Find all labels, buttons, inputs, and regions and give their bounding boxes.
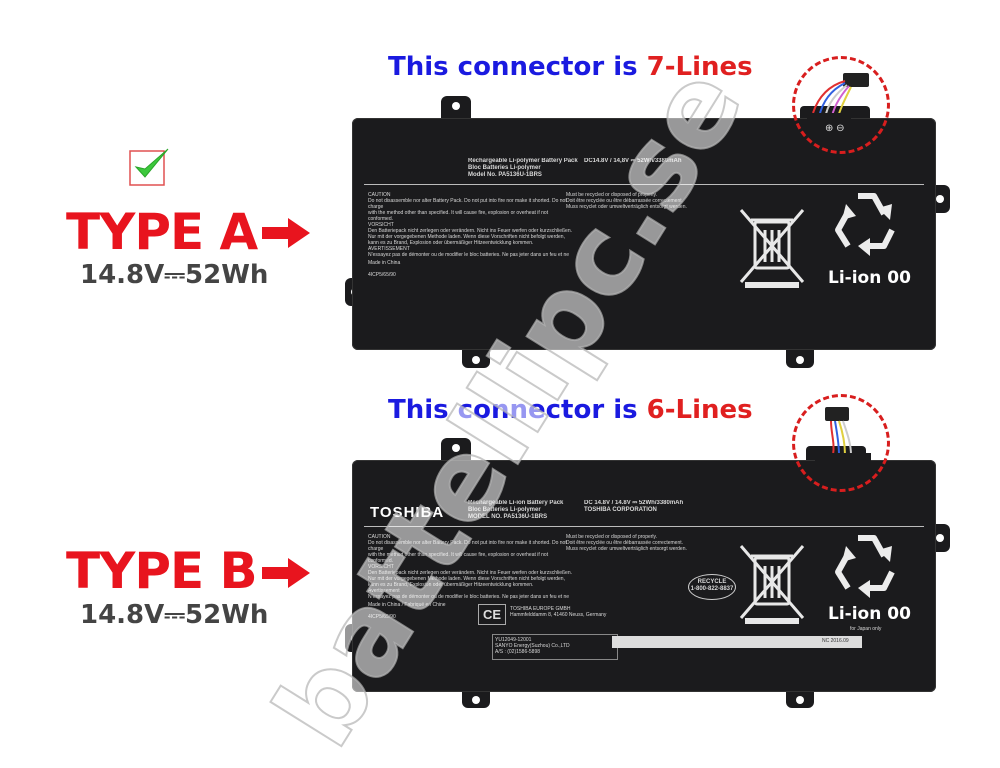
crossed-bin-icon xyxy=(737,540,807,631)
li-ion-mark: Li-ion 00 xyxy=(828,604,911,624)
heading-highlight: 7-Lines xyxy=(646,52,753,82)
heading-prefix: This connector is xyxy=(388,52,647,82)
arrow-right-icon xyxy=(262,218,310,253)
ce-mark: CE xyxy=(478,604,507,625)
battery-label-recycle: Must be recycled or disposed of properly… xyxy=(566,192,687,210)
connector-heading-top: This connector is 7-Lines xyxy=(388,52,753,82)
battery-label-title: Rechargeable Li-polymer Battery Pack Blo… xyxy=(468,158,578,178)
battery-label-caution: CAUTION Do not disassemble nor alter Bat… xyxy=(368,534,572,600)
recycle-icon xyxy=(828,186,904,271)
battery-label-rating: DC 14.8V / 14.8V ⎓ 52Wh/3380mAh TOSHIBA … xyxy=(584,500,684,513)
checked-checkbox-icon xyxy=(128,143,172,187)
battery-type-a: Rechargeable Li-polymer Battery Pack Blo… xyxy=(352,118,936,350)
recycle-badge: RECYCLE 1-800-822-8837 xyxy=(688,574,736,600)
type-b-spec: 14.8V⎓52Wh xyxy=(80,600,269,630)
battery-label-origin: Made in China / Fabriqué en Chine 4ICP5/… xyxy=(368,602,446,620)
label-divider xyxy=(364,184,924,185)
label-divider xyxy=(364,526,924,527)
battery-label-origin: Made in China 4ICP5/65/90 xyxy=(368,260,401,278)
japan-only-label: for Japan only xyxy=(850,626,882,632)
recycle-icon xyxy=(828,528,904,613)
heading-highlight: 6-Lines xyxy=(646,395,753,425)
crossed-bin-icon xyxy=(737,204,807,295)
battery-label-caution: CAUTION Do not disassemble nor alter Bat… xyxy=(368,192,572,258)
polarity-mark: ⊕ ⊖ xyxy=(825,123,845,134)
toshiba-brand: TOSHIBA xyxy=(370,504,445,521)
connector-callout xyxy=(792,394,890,492)
arrow-right-icon xyxy=(262,558,310,593)
battery-type-b: TOSHIBA Rechargeable Li-ion Battery Pack… xyxy=(352,460,936,692)
type-b-label: TYPE B xyxy=(66,542,258,600)
barcode-label xyxy=(612,636,862,648)
heading-prefix: This connector is xyxy=(388,395,647,425)
battery-label-title: Rechargeable Li-ion Battery Pack Bloc Ba… xyxy=(468,500,564,520)
battery-label-europe: TOSHIBA EUROPE GMBH Hammfelddamm 8, 4146… xyxy=(510,606,607,618)
li-ion-mark: Li-ion 00 xyxy=(828,268,911,288)
serial-label: NC 2016.09 xyxy=(822,638,849,644)
connector-heading-bottom: This connector is 6-Lines xyxy=(388,395,753,425)
type-a-label: TYPE A xyxy=(66,203,258,261)
battery-label-sanyo: YU12049-12001 SANYO Energy(Suzhou) Co.,L… xyxy=(492,634,618,660)
type-a-spec: 14.8V⎓52Wh xyxy=(80,260,269,290)
battery-label-recycle: Must be recycled or disposed of properly… xyxy=(566,534,687,552)
connector-callout: ⊕ ⊖ xyxy=(792,56,890,154)
battery-label-rating: DC14.8V / 14,8V ⎓ 52Wh/3380mAh xyxy=(584,158,682,164)
